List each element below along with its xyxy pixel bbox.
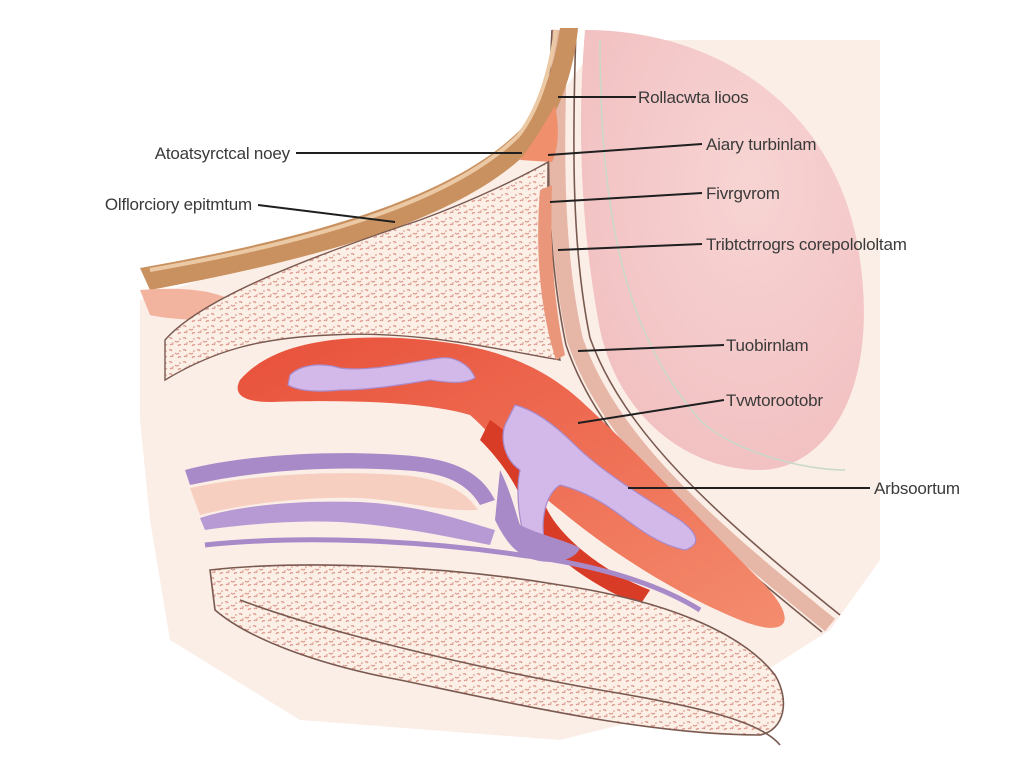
central-purple-vessel — [502, 404, 697, 551]
leader-right-4 — [557, 243, 703, 251]
turbinate-strip — [538, 185, 565, 360]
vascular-tissue — [237, 337, 785, 628]
label-left-lower: Olflorciory epitmtum — [105, 195, 252, 214]
leader-right-3 — [549, 192, 703, 203]
label-right-4: Tribtctrrogrs corepolololtam — [706, 235, 907, 254]
septal-band-line-inner — [573, 29, 841, 616]
cribriform-bone-inner — [149, 29, 558, 272]
upper-purple-vessel — [287, 357, 476, 392]
leader-left-lower — [257, 204, 396, 223]
label-right-5: Tuobirnlam — [726, 336, 808, 355]
outer-lower-curve — [239, 599, 781, 746]
label-right-7: Arbsoortum — [874, 479, 960, 498]
leader-right-5 — [577, 344, 725, 352]
label-left-upper: Atoatsyrctcal noey — [155, 144, 291, 163]
superior-turbinate-wedge — [520, 105, 558, 162]
leader-right-6 — [577, 399, 725, 424]
leader-lines — [257, 96, 870, 489]
middle-turbinate-lower — [200, 501, 495, 545]
central-purple-stem — [495, 470, 580, 562]
septal-band — [549, 29, 836, 632]
inferior-meatus-line — [204, 537, 702, 613]
label-right-2: Aiary turbinlam — [706, 135, 816, 154]
middle-turbinate-layer — [185, 453, 495, 505]
palate-bone — [209, 564, 785, 736]
label-right-6: Tvwtorootobr — [726, 391, 823, 410]
cranial-region — [580, 30, 864, 470]
leader-right-2 — [547, 143, 703, 156]
label-top-right: Rollacwta lioos — [638, 88, 748, 107]
middle-turbinate-tissue — [190, 473, 478, 515]
label-right-3: Fivrgvrom — [706, 184, 780, 203]
cranial-membrane-line — [599, 39, 846, 471]
